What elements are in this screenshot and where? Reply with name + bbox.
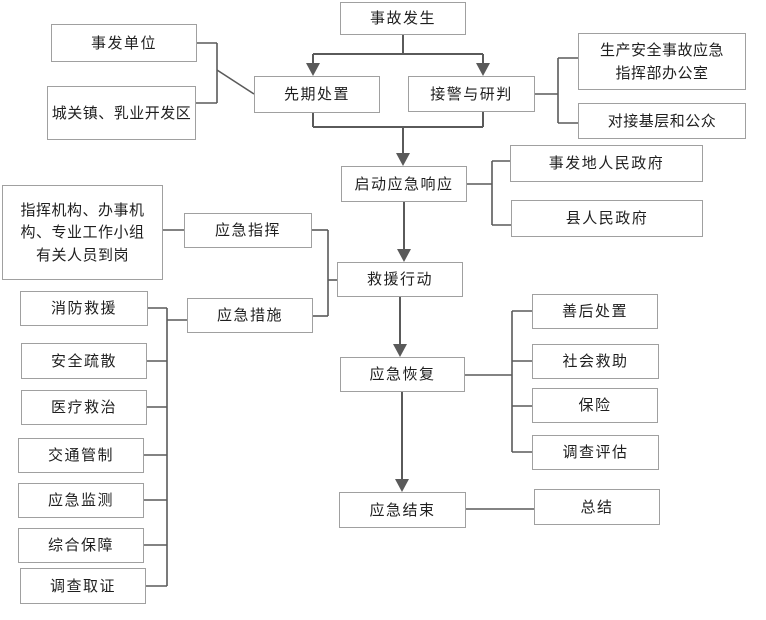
node-start-response: 启动应急响应 xyxy=(341,166,467,202)
node-emergency-end: 应急结束 xyxy=(339,492,466,528)
node-emergency-recovery: 应急恢复 xyxy=(340,357,465,392)
node-traffic-control: 交通管制 xyxy=(18,438,144,473)
node-fire-rescue: 消防救援 xyxy=(20,291,148,326)
node-social-aid: 社会救助 xyxy=(532,344,659,379)
node-aftermath-disposal: 善后处置 xyxy=(532,294,658,329)
node-rescue-action: 救援行动 xyxy=(337,262,463,297)
node-investigation-evaluation: 调查评估 xyxy=(532,435,659,470)
node-liaison-public: 对接基层和公众 xyxy=(578,103,746,139)
node-evidence-collection: 调查取证 xyxy=(20,568,146,604)
node-summary: 总结 xyxy=(534,489,660,525)
node-comprehensive-support: 综合保障 xyxy=(18,528,144,563)
node-initial-disposal: 先期处置 xyxy=(254,76,380,113)
node-emergency-monitoring: 应急监测 xyxy=(18,483,144,518)
node-medical-treatment: 医疗救治 xyxy=(21,390,147,425)
node-emergency-command: 应急指挥 xyxy=(184,213,312,248)
node-accident-occurs: 事故发生 xyxy=(340,2,466,35)
node-incident-unit: 事发单位 xyxy=(51,24,197,62)
node-county-government: 县人民政府 xyxy=(511,200,703,237)
node-alarm-judgment: 接警与研判 xyxy=(408,76,535,112)
node-chengguan-zone: 城关镇、乳业开发区 xyxy=(47,86,196,140)
node-local-government: 事发地人民政府 xyxy=(510,145,703,182)
node-hq-office: 生产安全事故应急 指挥部办公室 xyxy=(578,33,746,90)
node-command-staff: 指挥机构、办事机 构、专业工作小组 有关人员到岗 xyxy=(2,185,163,280)
node-emergency-measures: 应急措施 xyxy=(187,298,313,333)
node-insurance: 保险 xyxy=(532,388,658,423)
node-evacuation: 安全疏散 xyxy=(21,343,147,379)
